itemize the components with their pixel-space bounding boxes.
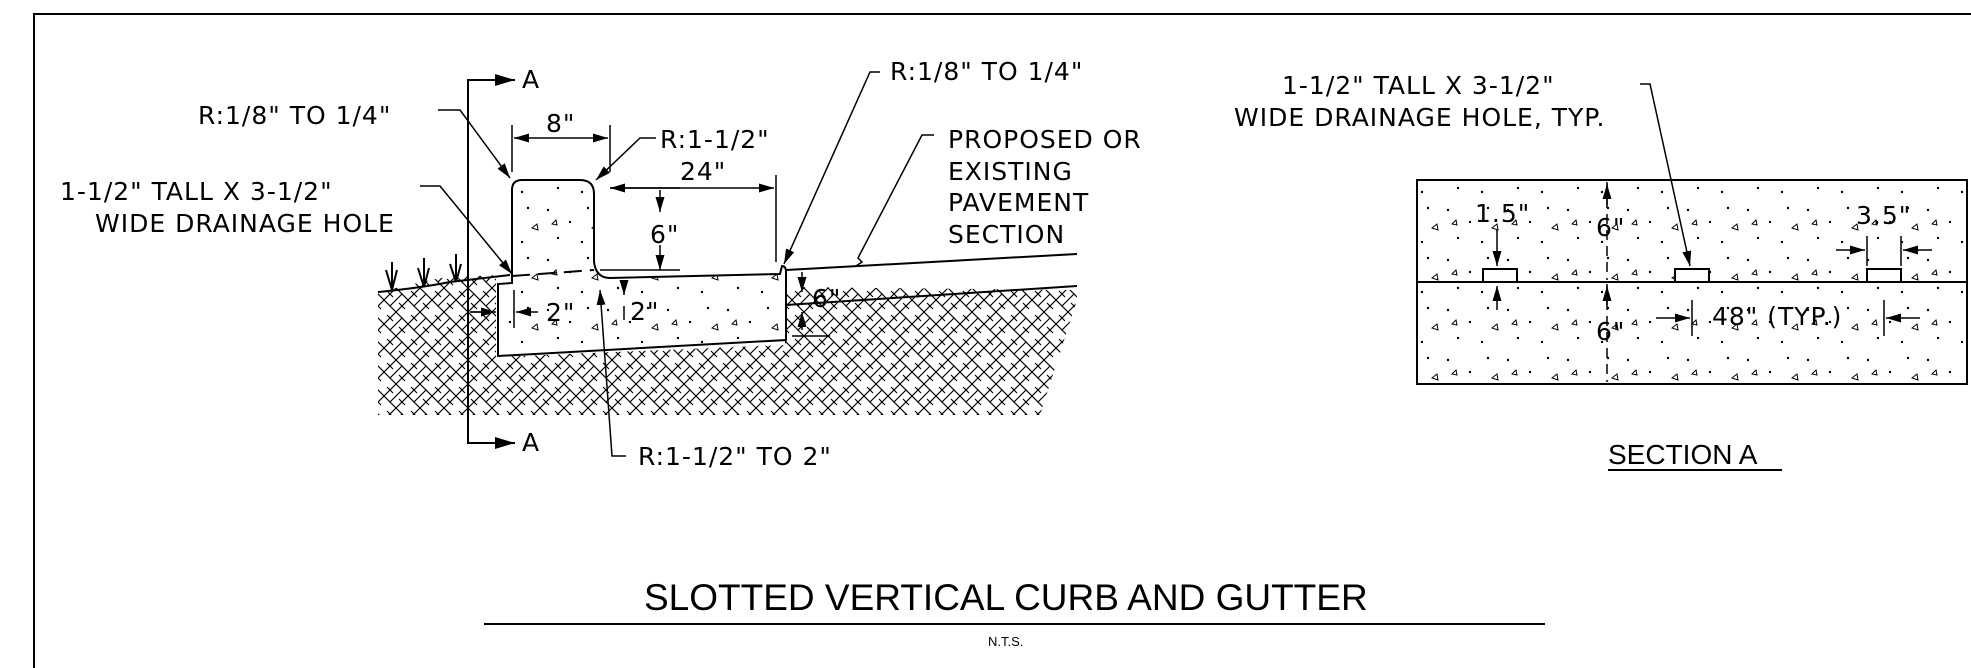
pavement-label-4: SECTION [948,220,1065,249]
section-a-hole-label-2: WIDE DRAINAGE HOLE, TYP. [1234,103,1605,132]
section-a-view: 1-1/2" TALL X 3-1/2" WIDE DRAINAGE HOLE,… [1234,71,1968,471]
dim-48: 48" (TYP.) [1712,302,1842,331]
section-marker-bottom: A [522,428,540,457]
section-marker-top: A [522,65,540,94]
curb-body [497,179,787,358]
section-cut-line: A A [467,65,540,457]
curb-cross-section: A A 8" 24" 6" 2" 2" 6" [60,57,1142,471]
dim-6-gutter: 6" [650,220,679,249]
dim-24: 24" [680,157,726,186]
section-a-hole-label-1: 1-1/2" TALL X 3-1/2" [1282,71,1555,100]
drainage-hole-1 [1482,268,1518,283]
drainage-hole-3 [1866,268,1902,283]
sheet-border [33,13,1971,668]
drawing-title: SLOTTED VERTICAL CURB AND GUTTER [644,577,1368,618]
dim-2-left: 2" [546,298,575,327]
radius-1-5-label: R:1-1/2" [660,125,770,154]
hole-left-label-1: 1-1/2" TALL X 3-1/2" [60,177,333,206]
grass-icon [385,254,462,291]
scale-note: N.T.S. [988,634,1023,649]
dim-2-right: 2" [630,297,659,326]
dim-3-5: 3.5" [1856,201,1911,230]
dim-6-bottom: 6" [1596,317,1625,346]
dim-1-5: 1.5" [1475,199,1530,228]
radius-bottom-label: R:1-1/2" TO 2" [638,442,832,471]
pavement-label-2: EXISTING [948,157,1073,186]
dim-8: 8" [546,109,575,138]
dim-6-top: 6" [1596,213,1625,242]
pavement-label-1: PROPOSED OR [948,125,1142,154]
radius-right-label: R:1/8" TO 1/4" [890,57,1083,86]
radius-left-label: R:1/8" TO 1/4" [198,101,391,130]
hole-left-label-2: WIDE DRAINAGE HOLE [95,209,395,238]
pavement-label-3: PAVEMENT [948,188,1089,217]
drainage-hole-2 [1674,268,1710,283]
section-a-caption: SECTION A [1608,439,1758,470]
dim-6-edge: 6" [812,284,841,313]
